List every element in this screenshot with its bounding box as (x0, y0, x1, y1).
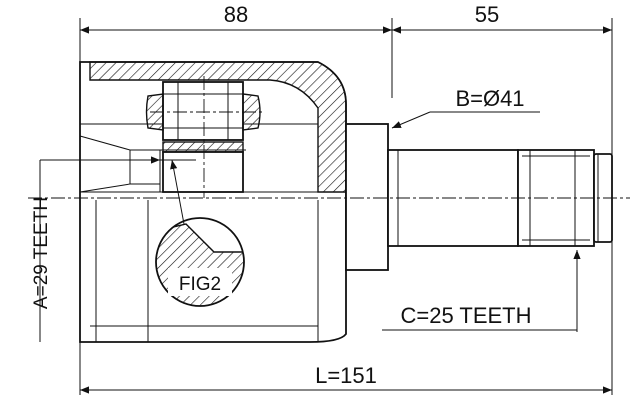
overall-length-label: L=151 (315, 363, 377, 388)
dimension-88: 88 (80, 2, 392, 34)
dimension-88-label: 88 (224, 2, 248, 27)
output-shaft (345, 123, 613, 271)
c-teeth-label: C=25 TEETH (400, 303, 531, 328)
a-teeth-label: A=29 TEETH (31, 197, 52, 309)
callout-c: C=25 TEETH (382, 250, 581, 332)
callout-b: B=Ø41 (391, 86, 540, 129)
callout-a: A=29 TEETH (31, 156, 196, 342)
dimension-overall: L=151 (80, 363, 612, 394)
b-diameter-label: B=Ø41 (455, 86, 524, 111)
dimension-55-label: 55 (475, 2, 499, 27)
dimension-55: 55 (392, 2, 612, 34)
fig2-label: FIG2 (179, 274, 221, 295)
